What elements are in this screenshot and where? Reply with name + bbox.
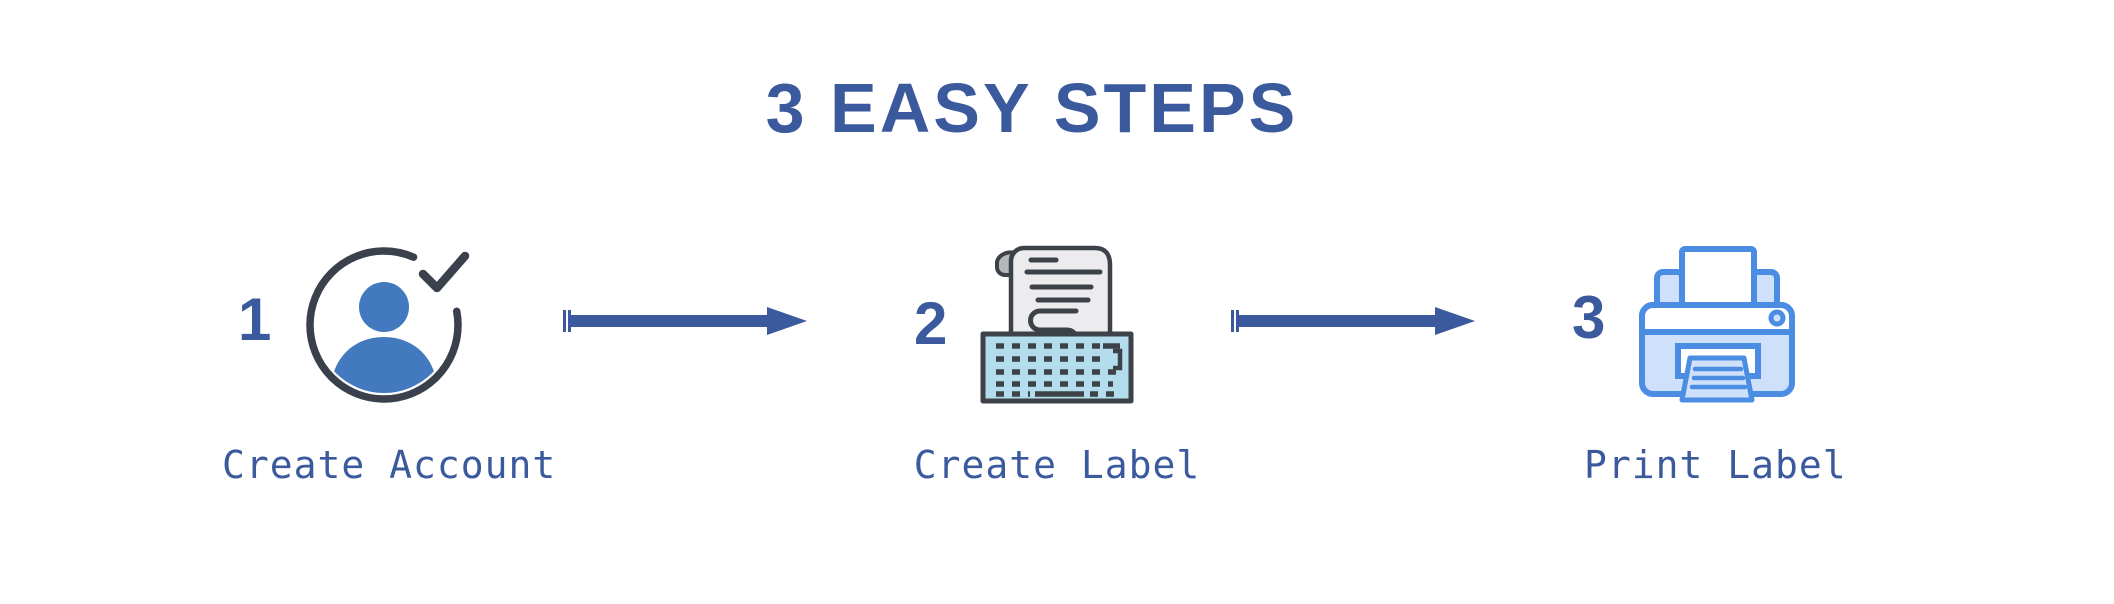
page-title: 3 EASY STEPS [765, 69, 1299, 147]
right-arrow-icon [563, 307, 807, 335]
step-2-number: 2 [914, 290, 948, 357]
step-1-number: 1 [238, 286, 272, 353]
printer-icon [1639, 246, 1795, 403]
typewriter-icon [980, 245, 1134, 404]
step-3-number: 3 [1572, 284, 1606, 351]
step-3-label: Print Label [1584, 443, 1847, 487]
step-2-label: Create Label [913, 443, 1201, 487]
user-check-icon [306, 247, 470, 403]
step-1-label: Create Account [222, 443, 557, 487]
right-arrow-icon [1231, 307, 1475, 335]
